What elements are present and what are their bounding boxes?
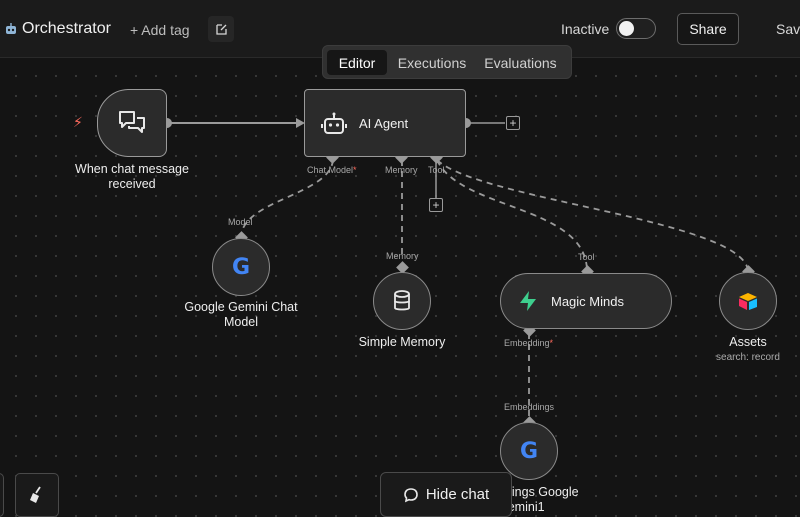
chat-trigger-node[interactable] xyxy=(97,89,167,157)
memory-node-port-label: Memory xyxy=(386,251,419,261)
active-status-label: Inactive xyxy=(561,21,610,37)
gemini-chat-model-label: Google Gemini Chat Model xyxy=(184,300,298,329)
add-next-node-button[interactable]: + xyxy=(506,116,520,130)
magic-minds-tool-connection xyxy=(436,159,588,271)
canvas-control-button[interactable] xyxy=(0,473,4,517)
assets-label: Assets xyxy=(729,335,767,349)
broom-icon xyxy=(30,486,41,503)
gemini-chat-model-node[interactable]: G xyxy=(212,238,270,296)
add-tool-button[interactable]: + xyxy=(429,198,443,212)
hide-chat-label: Hide chat xyxy=(425,486,490,503)
add-tag-button[interactable]: + Add tag xyxy=(130,22,190,38)
database-icon xyxy=(394,290,410,311)
robot-icon xyxy=(321,112,347,134)
airtable-icon xyxy=(739,293,757,310)
simple-memory-label: Simple Memory xyxy=(358,335,446,349)
edit-icon xyxy=(215,23,227,35)
assets-node[interactable] xyxy=(719,272,777,330)
supabase-icon xyxy=(520,291,536,311)
embeddings-google-node[interactable]: G xyxy=(500,422,558,480)
trigger-bolt-icon: ⚡︎ xyxy=(73,114,83,130)
workflow-title[interactable]: Orchestrator xyxy=(22,20,111,37)
google-icon: G xyxy=(231,254,251,280)
magic-minds-label: Magic Minds xyxy=(551,294,624,309)
embedding-port-label: Embedding* xyxy=(504,338,554,348)
memory-port-label: Memory xyxy=(385,165,418,175)
edit-note-button[interactable] xyxy=(208,16,234,42)
ai-agent-node[interactable]: AI Agent xyxy=(304,89,466,157)
tab-executions[interactable]: Executions xyxy=(397,54,467,71)
save-button[interactable]: Save xyxy=(776,21,800,37)
magic-tool-port-label: Tool xyxy=(578,252,595,262)
google-icon: G xyxy=(519,438,539,464)
clear-execution-button[interactable] xyxy=(15,473,59,517)
gemini-port-label: Model xyxy=(228,217,253,227)
tab-editor[interactable]: Editor xyxy=(327,50,387,75)
embeddings-port-label: Embeddings xyxy=(504,402,555,412)
share-button[interactable]: Share xyxy=(677,13,739,45)
agent-node-label: AI Agent xyxy=(359,116,409,131)
trigger-node-label: When chat message received xyxy=(75,162,189,191)
embeddings-google-label: ddings Google Gemini1 xyxy=(498,485,579,514)
toggle-knob xyxy=(619,21,634,36)
assets-subtitle: search: record xyxy=(716,352,780,363)
workflow-robot-icon xyxy=(6,23,16,34)
tab-evaluations[interactable]: Evaluations xyxy=(484,54,557,71)
magic-minds-node[interactable]: Magic Minds xyxy=(500,273,672,329)
view-tabs: Editor Executions Evaluations xyxy=(322,45,572,79)
hide-chat-button[interactable]: Hide chat xyxy=(380,472,512,517)
active-toggle[interactable] xyxy=(616,18,656,39)
chat-bubbles-icon xyxy=(119,111,145,133)
chat-model-port-label: Chat Model* xyxy=(307,165,357,175)
chat-icon xyxy=(404,487,418,502)
tool-port-label: Tool xyxy=(428,165,445,175)
simple-memory-node[interactable] xyxy=(373,272,431,330)
